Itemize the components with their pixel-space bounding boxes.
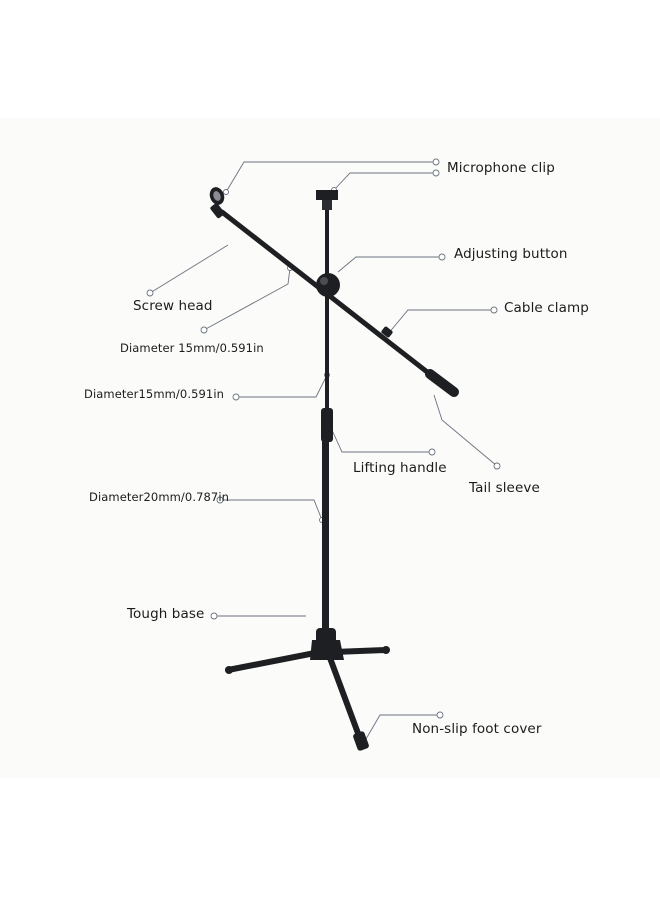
foot-cover-right	[382, 646, 390, 654]
leader-cable-clamp	[387, 309, 494, 335]
callout-lower-pole-diameter: Diameter20mm/0.787in	[89, 490, 230, 504]
leader-lines	[149, 161, 498, 740]
callout-microphone-clip: Microphone clip	[447, 160, 555, 176]
callout-non-slip-foot-cover: Non-slip foot cover	[412, 721, 542, 737]
leader-tail-sleeve	[433, 394, 498, 467]
cable-clamp	[381, 326, 393, 338]
lower-pole	[322, 440, 329, 640]
upper-pole	[325, 205, 329, 410]
lifting-handle	[321, 408, 333, 442]
leader-lower-pole-diameter	[220, 499, 323, 521]
leader-non-slip-foot	[365, 714, 440, 740]
leader-screw-head	[149, 244, 229, 294]
callout-boom-diameter: Diameter 15mm/0.591in	[120, 341, 264, 355]
boom-arm	[219, 209, 443, 385]
tripod-leg-left	[225, 649, 323, 673]
foot-cover-left	[225, 666, 233, 674]
tripod-leg-front	[327, 655, 365, 747]
leader-adjusting-button	[337, 256, 442, 273]
diagram-panel	[0, 118, 660, 778]
leader-mic-clip-right	[333, 172, 436, 191]
foot-cover-front	[353, 731, 369, 751]
callout-screw-head: Screw head	[133, 298, 213, 314]
leader-lifting-handle	[331, 429, 432, 453]
callout-upper-pole-diameter: Diameter15mm/0.591in	[84, 387, 225, 401]
callout-tough-base: Tough base	[127, 606, 205, 622]
tripod-leg-right	[331, 647, 389, 655]
callout-cable-clamp: Cable clamp	[504, 300, 589, 316]
tail-sleeve	[425, 369, 459, 397]
adjusting-knob	[316, 273, 340, 297]
stand	[209, 187, 459, 751]
leader-mic-clip-left	[225, 161, 436, 193]
callout-adjusting-button: Adjusting button	[454, 246, 568, 262]
callout-tail-sleeve: Tail sleeve	[469, 480, 540, 496]
leader-upper-pole-diameter	[236, 374, 328, 398]
top-microphone-clip	[316, 190, 338, 208]
leader-boom-diameter	[203, 267, 291, 331]
callout-lifting-handle: Lifting handle	[353, 460, 447, 476]
